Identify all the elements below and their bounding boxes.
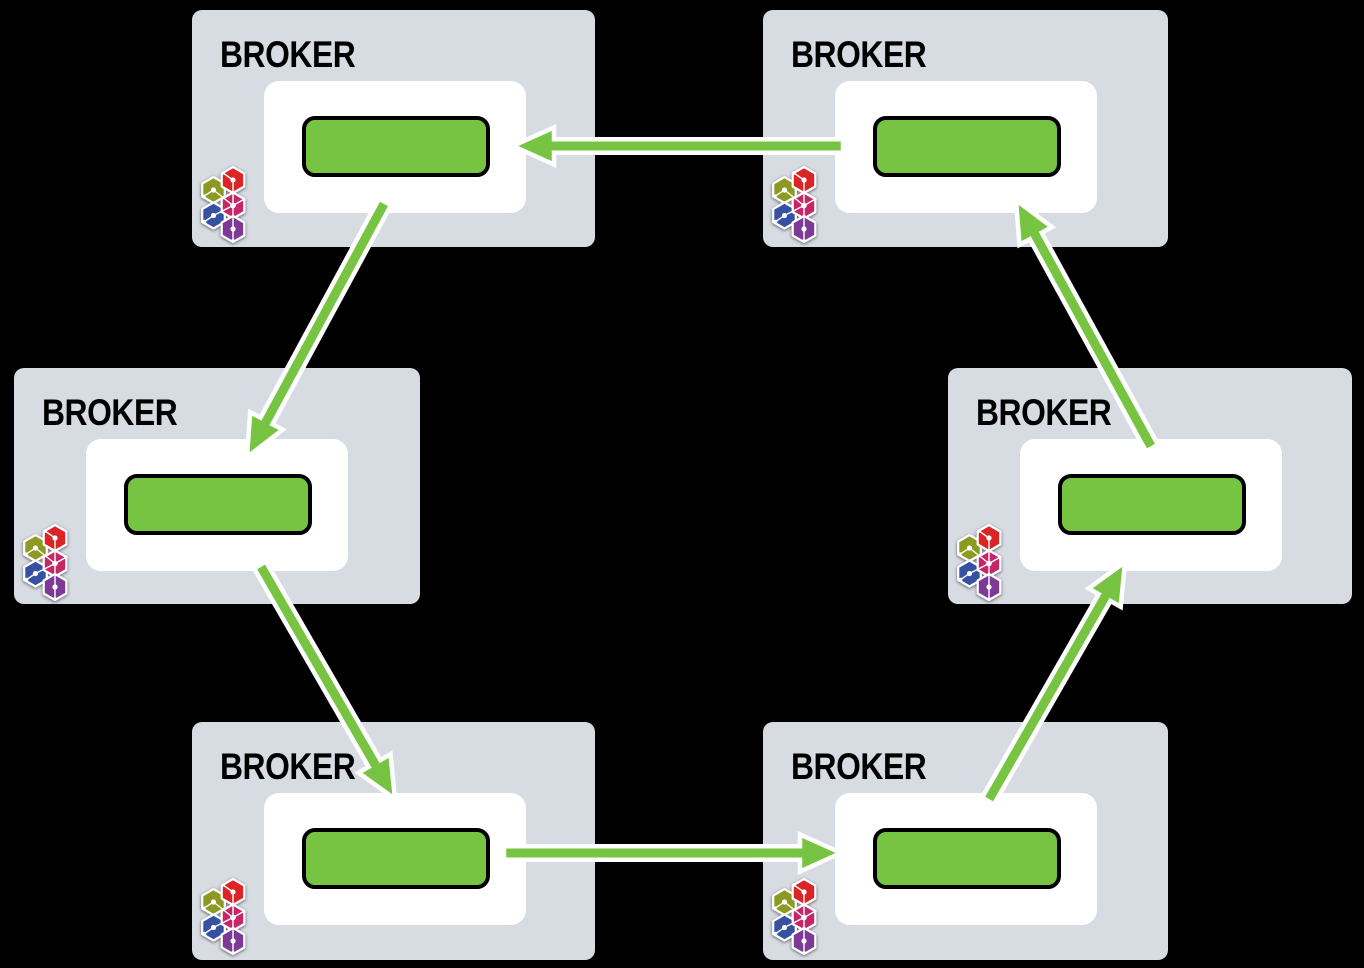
broker-label: BROKER	[42, 392, 178, 433]
broker-label: BROKER	[220, 34, 356, 75]
broker-node-bottom-right: BROKER	[763, 722, 1168, 960]
broker-label: BROKER	[791, 34, 927, 75]
broker-label: BROKER	[791, 746, 927, 787]
broker-node-top-right: BROKER	[763, 10, 1168, 247]
broker-inner-panel	[264, 81, 526, 213]
broker-node-middle-right: BROKER	[948, 368, 1352, 604]
queue-rect	[873, 116, 1061, 177]
amq-hexagon-cluster-icon	[201, 877, 247, 955]
queue-rect	[302, 828, 490, 889]
broker-inner-panel	[835, 81, 1097, 213]
broker-node-bottom-left: BROKER	[192, 722, 595, 960]
queue-rect	[1058, 474, 1246, 535]
queue-rect	[124, 474, 312, 535]
queue-rect	[302, 116, 490, 177]
broker-label: BROKER	[976, 392, 1112, 433]
amq-hexagon-cluster-icon	[957, 523, 1003, 601]
broker-node-top-left: BROKER	[192, 10, 595, 247]
broker-inner-panel	[264, 793, 526, 925]
broker-inner-panel	[835, 793, 1097, 925]
queue-rect	[873, 828, 1061, 889]
broker-node-middle-left: BROKER	[14, 368, 420, 604]
amq-hexagon-cluster-icon	[23, 523, 69, 601]
amq-hexagon-cluster-icon	[772, 877, 818, 955]
broker-inner-panel	[1020, 439, 1282, 571]
broker-inner-panel	[86, 439, 348, 571]
broker-label: BROKER	[220, 746, 356, 787]
amq-hexagon-cluster-icon	[201, 165, 247, 243]
amq-hexagon-cluster-icon	[772, 165, 818, 243]
